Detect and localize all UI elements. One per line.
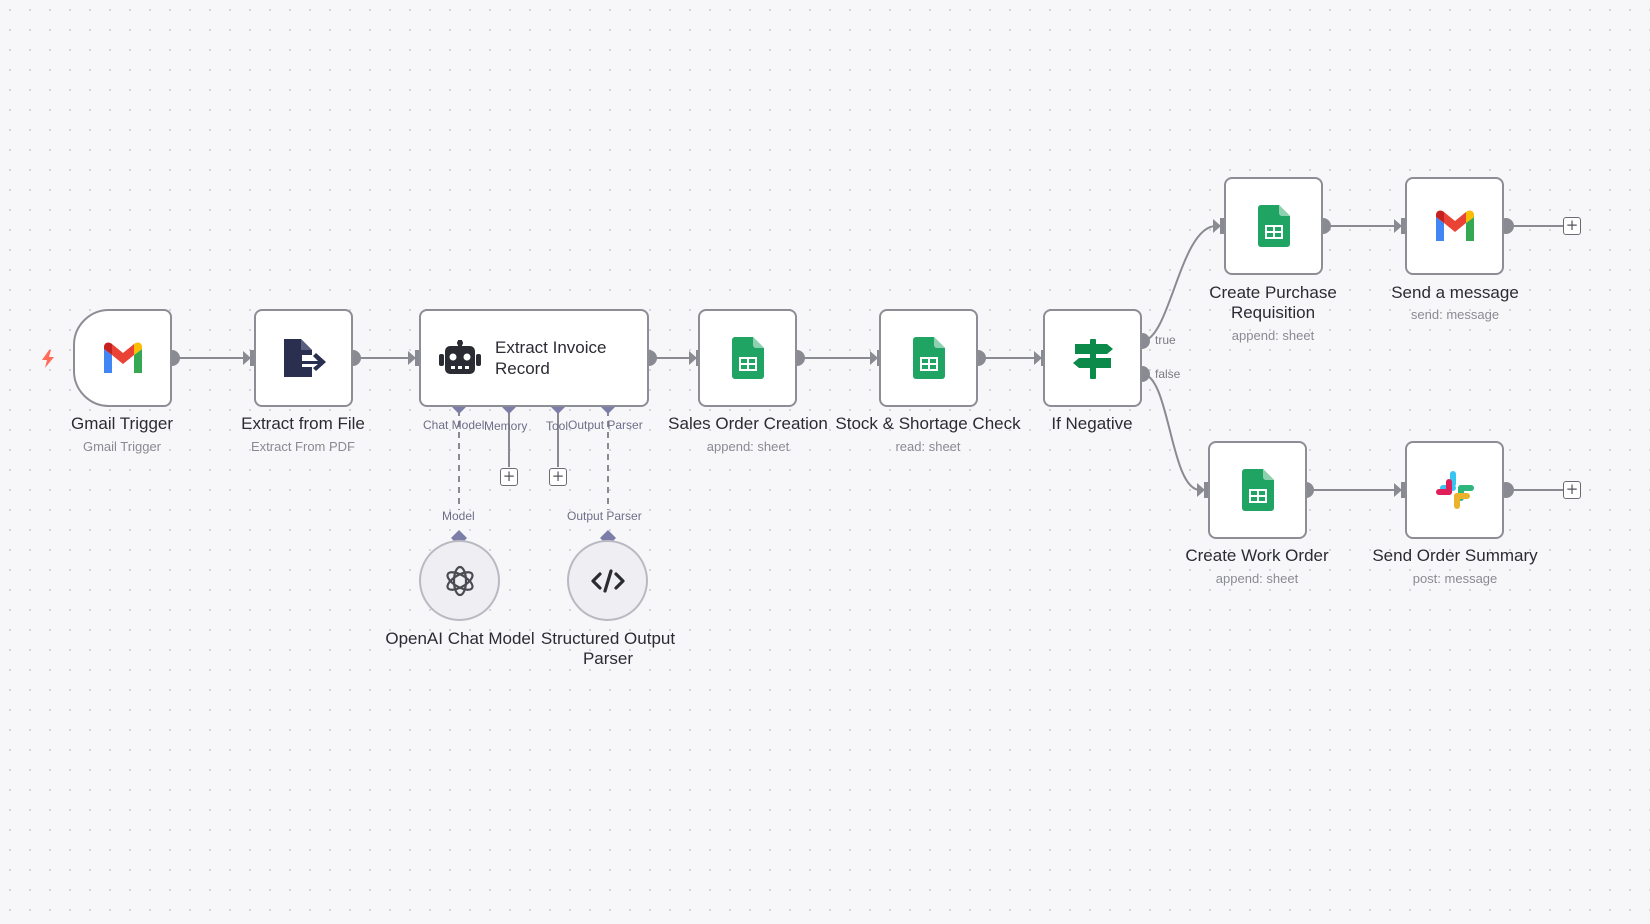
node-title: Create Work Order — [1185, 546, 1329, 565]
node-title: Extract from File — [241, 414, 365, 433]
node-extract-invoice-record[interactable]: Extract Invoice Record — [419, 309, 649, 407]
node-sales-order-creation[interactable] — [698, 309, 797, 407]
node-title: Send Order Summary — [1372, 546, 1538, 565]
node-openai-chat-model[interactable] — [419, 540, 500, 621]
add-node-button[interactable]: + — [1563, 217, 1581, 235]
port-chat-model-label: Chat Model — [423, 418, 485, 432]
node-title: OpenAI Chat Model — [385, 629, 535, 648]
node-extract-from-file[interactable] — [254, 309, 353, 407]
node-title: Gmail Trigger — [70, 414, 174, 433]
node-title: Structured Output Parser — [540, 629, 676, 668]
node-gmail-trigger[interactable] — [73, 309, 172, 407]
port-output-parser-label: Output Parser — [568, 418, 643, 432]
node-title: Send a message — [1391, 283, 1519, 302]
false-branch-label: false — [1155, 367, 1181, 381]
node-send-a-message[interactable] — [1405, 177, 1504, 275]
node-title: Create Purchase Requisition — [1209, 283, 1337, 322]
code-icon — [590, 568, 625, 593]
node-subtitle: append: sheet — [706, 439, 790, 454]
add-tool-button[interactable]: + — [549, 468, 567, 486]
trigger-bolt-icon — [42, 350, 54, 368]
node-if-negative[interactable] — [1043, 309, 1142, 407]
port-memory-label: Memory — [484, 419, 528, 433]
node-title: If Negative — [1051, 414, 1133, 433]
gmail-icon — [1435, 210, 1474, 241]
add-memory-button[interactable]: + — [500, 468, 518, 486]
signpost-icon — [1072, 339, 1113, 379]
node-subtitle: append: sheet — [1215, 571, 1299, 586]
node-title: Stock & Shortage Check — [835, 414, 1021, 433]
port-model-label: Model — [442, 509, 475, 523]
google-sheets-icon — [1257, 205, 1290, 247]
true-branch-label: true — [1155, 333, 1176, 347]
gmail-icon — [103, 342, 142, 373]
node-subtitle: post: message — [1412, 571, 1498, 586]
node-subtitle: read: sheet — [895, 439, 961, 454]
node-subtitle: send: message — [1410, 307, 1500, 322]
node-create-work-order[interactable] — [1208, 441, 1307, 539]
google-sheets-icon — [1241, 469, 1274, 511]
file-export-icon — [283, 339, 326, 377]
node-title: Extract Invoice Record — [495, 338, 607, 378]
google-sheets-icon — [731, 337, 764, 379]
node-create-purchase-requisition[interactable] — [1224, 177, 1323, 275]
port-tool-label: Tool — [546, 419, 569, 433]
node-stock-shortage-check[interactable] — [879, 309, 978, 407]
node-structured-output-parser[interactable] — [567, 540, 648, 621]
node-subtitle: append: sheet — [1231, 328, 1315, 343]
google-sheets-icon — [912, 337, 945, 379]
node-title: Sales Order Creation — [668, 414, 828, 433]
node-subtitle: Gmail Trigger — [82, 439, 162, 454]
add-node-button[interactable]: + — [1563, 481, 1581, 499]
node-subtitle: Extract From PDF — [250, 439, 355, 454]
slack-icon — [1435, 471, 1474, 509]
robot-icon — [439, 340, 481, 374]
node-send-order-summary[interactable] — [1405, 441, 1504, 539]
port-output-parser-sub-label: Output Parser — [567, 509, 642, 523]
openai-icon — [445, 565, 474, 596]
